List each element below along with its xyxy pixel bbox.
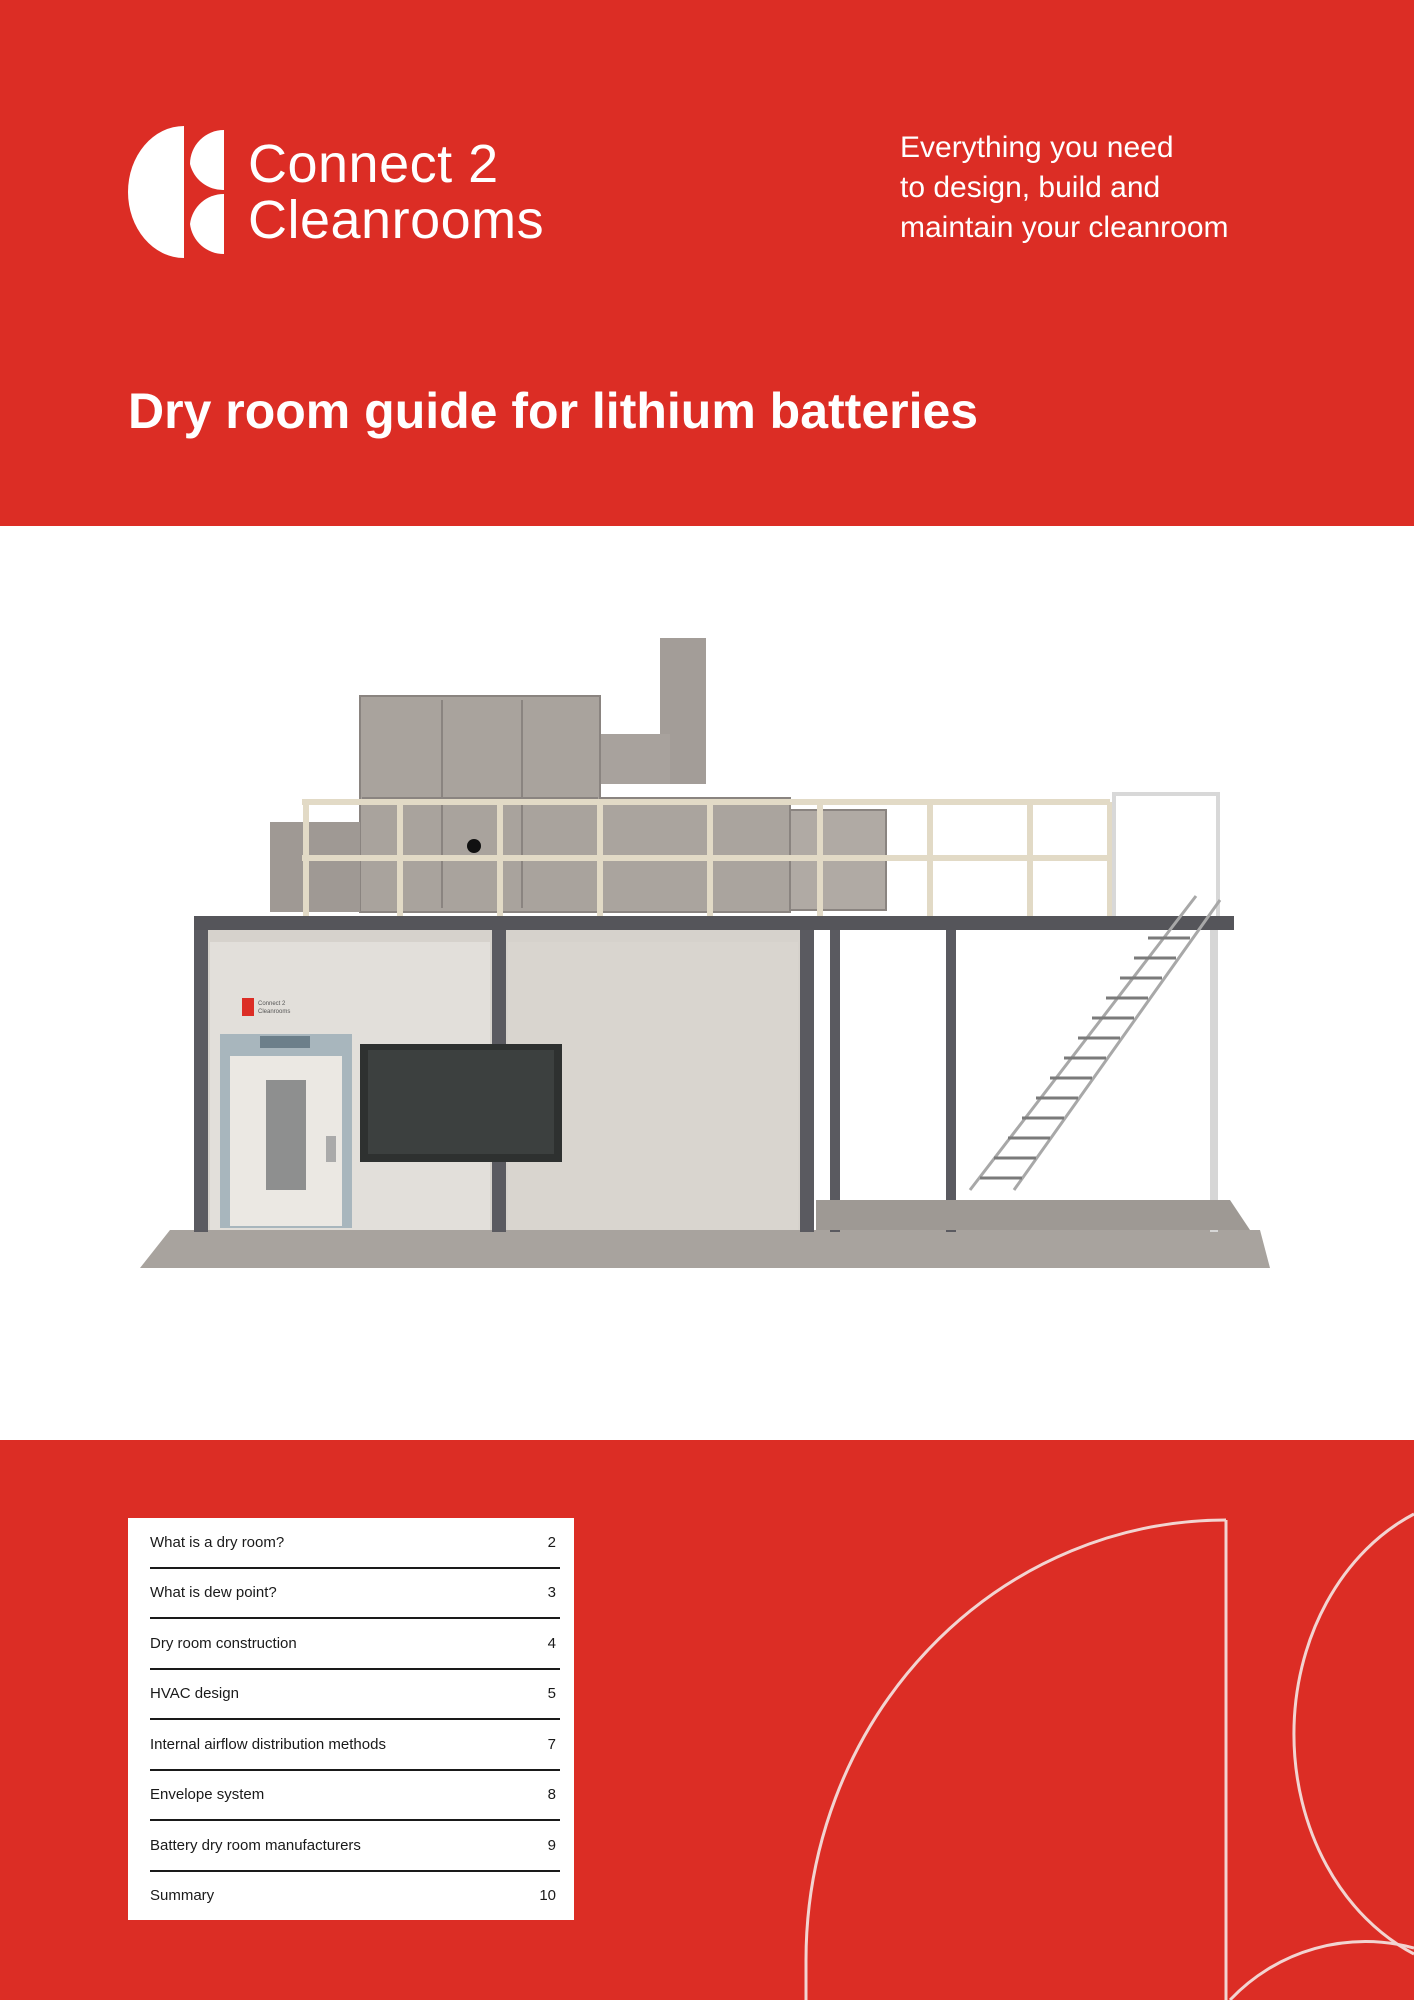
- toc-label: Dry room construction: [150, 1634, 297, 1652]
- toc-label: Envelope system: [150, 1786, 265, 1804]
- brand-name-line1: Connect 2: [248, 134, 499, 194]
- tagline-line1: Everything you need: [900, 131, 1174, 164]
- stair-landing-rail: [1112, 792, 1220, 926]
- toc-label: What is a dry room?: [150, 1533, 285, 1551]
- decorative-arc-icon: [804, 1512, 1414, 2000]
- duct-elbow: [600, 734, 670, 784]
- toc-row[interactable]: Envelope system 8: [150, 1771, 560, 1821]
- toc-label: Internal airflow distribution methods: [150, 1735, 386, 1753]
- wall-sign-line1: Connect 2: [258, 1001, 286, 1007]
- connect2cleanrooms-logo-icon: [128, 126, 224, 258]
- toc-page: 3: [547, 1584, 556, 1602]
- table-of-contents: What is a dry room? 2 What is dew point?…: [128, 1518, 574, 1920]
- dry-room-illustration: Connect 2 Cleanrooms: [140, 638, 1270, 1268]
- toc-page: 4: [547, 1634, 556, 1652]
- document-title: Dry room guide for lithium batteries: [128, 383, 979, 439]
- toc-page: 8: [547, 1786, 556, 1804]
- brand-name-line2: Cleanrooms: [248, 190, 545, 250]
- toc-page: 9: [547, 1836, 556, 1854]
- toc-row[interactable]: Dry room construction 4: [150, 1619, 560, 1670]
- toc-page: 7: [547, 1735, 556, 1753]
- toc-row[interactable]: Internal airflow distribution methods 7: [150, 1720, 560, 1771]
- toc-label: Summary: [150, 1887, 215, 1905]
- toc-label: HVAC design: [150, 1685, 239, 1703]
- toc-row[interactable]: What is a dry room? 2: [150, 1518, 560, 1569]
- tagline-line3: maintain your cleanroom: [900, 211, 1229, 244]
- brand-name: Connect 2 Cleanrooms: [248, 136, 544, 248]
- rooftop-railing: [302, 799, 1113, 920]
- toc-page: 5: [547, 1685, 556, 1703]
- roof-deck: [194, 916, 1234, 930]
- wall-sign-line2: Cleanrooms: [258, 1009, 290, 1015]
- toc-page: 10: [539, 1887, 556, 1905]
- ahu-left: [270, 822, 360, 912]
- tagline-line2: to design, build and: [900, 171, 1161, 204]
- toc-row[interactable]: Summary 10: [150, 1872, 560, 1921]
- cover-header: Connect 2 Cleanrooms Everything you need…: [0, 0, 1414, 526]
- ground-slab: [140, 1230, 1270, 1268]
- tagline: Everything you need to design, build and…: [900, 128, 1229, 248]
- toc-label: What is dew point?: [150, 1584, 277, 1602]
- toc-page: 2: [547, 1533, 556, 1551]
- staircase: [968, 895, 1222, 1191]
- toc-row[interactable]: What is dew point? 3: [150, 1569, 560, 1619]
- toc-row[interactable]: HVAC design 5: [150, 1670, 560, 1720]
- toc-label: Battery dry room manufacturers: [150, 1836, 361, 1854]
- toc-row[interactable]: Battery dry room manufacturers 9: [150, 1821, 560, 1872]
